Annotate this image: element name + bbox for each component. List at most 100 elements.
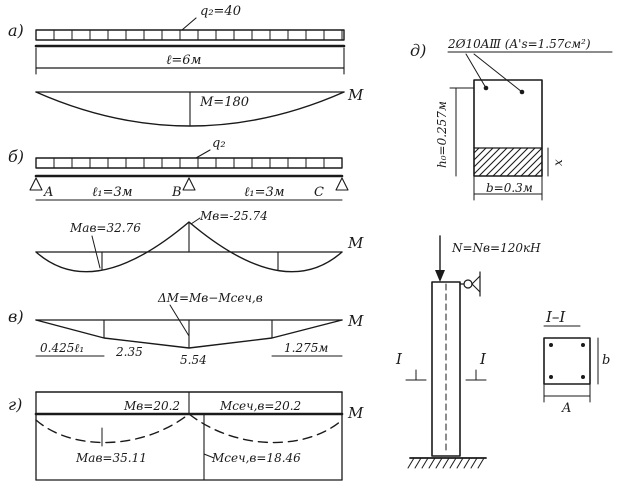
span-a-label: ℓ=6м bbox=[166, 53, 201, 68]
section-outline bbox=[473, 79, 543, 177]
fig-g-label: г) bbox=[8, 395, 22, 414]
hatch-stroke bbox=[473, 147, 494, 168]
panel-b: б) q₂ A B C ℓ₁=3м ℓ₁=3м Mав=32.76 Mв=-25… bbox=[8, 136, 364, 273]
hinge-support-2 bbox=[471, 283, 481, 293]
hatch-stroke bbox=[492, 147, 522, 177]
delta-m-leader bbox=[169, 304, 190, 337]
m-b-letter: M bbox=[347, 234, 364, 252]
sec-a-label: A bbox=[561, 401, 571, 416]
dim-right-label: 1.275м bbox=[284, 341, 328, 355]
rebar-dot-2 bbox=[519, 89, 525, 95]
normal-force-label: N=Nв=120кН bbox=[451, 241, 541, 255]
hatch-stroke bbox=[485, 147, 515, 177]
hatch-stroke bbox=[520, 154, 543, 177]
load-b-band bbox=[35, 157, 343, 169]
m-g-letter: M bbox=[347, 404, 364, 422]
m-b-label: Mв=-25.74 bbox=[199, 209, 268, 223]
moment-envelope-dashed bbox=[35, 413, 343, 444]
delta-m-label: ΔM=Mв−Mсеч,в bbox=[157, 291, 263, 305]
section-title: I–I bbox=[545, 308, 566, 326]
rebar-label: 2Ø10AⅢ (A's=1.57см²) bbox=[447, 37, 591, 51]
m-ab-leader bbox=[91, 235, 101, 269]
load-b-label: q₂ bbox=[212, 136, 226, 151]
panel-a: а) q₂=40 ℓ=6м M=180 M bbox=[8, 4, 364, 127]
panel-d: д) 2Ø10AⅢ (A's=1.57см²) h₀=0.257м x b=0.… bbox=[410, 37, 613, 201]
support-c-symbol bbox=[335, 177, 349, 191]
ground-hatch-stroke bbox=[414, 457, 422, 469]
rebar-dot-1 bbox=[483, 85, 489, 91]
load-b-ticks bbox=[53, 157, 325, 169]
section-i-i: I–I b A bbox=[543, 308, 610, 416]
ground-hatch-stroke bbox=[428, 457, 436, 469]
ground-hatch bbox=[407, 457, 485, 469]
h0-label: h₀=0.257м bbox=[435, 101, 449, 168]
m-a-label: M=180 bbox=[199, 95, 249, 110]
hatch-stroke bbox=[499, 147, 529, 177]
ground-hatch-stroke bbox=[421, 457, 429, 469]
hatch-stroke bbox=[513, 147, 543, 177]
val-235-label: 2.35 bbox=[115, 345, 143, 359]
load-a-band bbox=[35, 29, 345, 41]
col-rebar-4 bbox=[581, 375, 585, 379]
hatch-stroke bbox=[534, 168, 543, 177]
m-ab-g-label: Mав=35.11 bbox=[75, 451, 147, 465]
m-b-leader bbox=[190, 217, 201, 225]
column-top-hinge bbox=[463, 279, 473, 289]
panel-v: в) ΔM=Mв−Mсеч,в 0.425ℓ₁ 1.275м 2.35 5.54… bbox=[8, 291, 364, 367]
hatch-stroke bbox=[473, 147, 487, 161]
m-b-g-label: Mв=20.2 bbox=[123, 399, 180, 413]
column-shaft bbox=[431, 281, 461, 457]
load-a-leader bbox=[181, 17, 197, 31]
ground-hatch-stroke bbox=[470, 457, 478, 469]
hatch-stroke bbox=[527, 161, 543, 177]
sec-b-label: b bbox=[602, 353, 610, 368]
panel-g: г) Mв=20.2 Mсеч,в=20.2 Mав=35.11 Mсеч,в=… bbox=[8, 391, 364, 481]
span-b1-label: ℓ₁=3м bbox=[92, 185, 133, 200]
column-section-outline bbox=[543, 337, 591, 385]
support-b-symbol bbox=[182, 177, 196, 191]
support-a-symbol bbox=[29, 177, 43, 191]
ground-hatch-stroke bbox=[442, 457, 450, 469]
val-554-label: 5.54 bbox=[180, 353, 207, 367]
hatch-stroke bbox=[478, 147, 508, 177]
hatch-stroke bbox=[473, 147, 480, 154]
m-sec-b-g-label: Mсеч,в=18.46 bbox=[211, 451, 301, 465]
section-mark-left: I bbox=[395, 350, 403, 368]
hatch-stroke bbox=[473, 147, 501, 175]
m-ab-label: Mав=32.76 bbox=[69, 221, 141, 235]
fig-b-label: б) bbox=[8, 147, 24, 166]
load-a-label: q₂=40 bbox=[200, 4, 241, 19]
load-b-leader bbox=[195, 149, 211, 159]
ground-hatch-stroke bbox=[456, 457, 464, 469]
ground-hatch-stroke bbox=[449, 457, 457, 469]
col-rebar-3 bbox=[549, 375, 553, 379]
x-label: x bbox=[551, 159, 565, 166]
col-rebar-1 bbox=[549, 343, 553, 347]
ground-hatch-stroke bbox=[477, 457, 485, 469]
ground-hatch-stroke bbox=[435, 457, 443, 469]
compression-zone-hatch bbox=[473, 147, 543, 177]
b-label: b=0.3м bbox=[486, 181, 533, 195]
m-sec-b-g-leader bbox=[203, 453, 215, 459]
hatch-stroke bbox=[506, 147, 536, 177]
hinge-support-1 bbox=[471, 275, 481, 285]
dim-left-label: 0.425ℓ₁ bbox=[40, 341, 84, 355]
rebar-leader-1 bbox=[465, 53, 487, 89]
force-arrowhead bbox=[435, 270, 445, 282]
col-rebar-2 bbox=[581, 343, 585, 347]
fig-v-label: в) bbox=[8, 307, 24, 326]
load-a-ticks bbox=[53, 29, 343, 41]
support-b-label: B bbox=[171, 185, 182, 200]
fig-d-label: д) bbox=[410, 41, 426, 60]
m-v-letter: M bbox=[347, 312, 364, 330]
section-mark-right: I bbox=[479, 350, 487, 368]
ground-hatch-stroke bbox=[407, 457, 415, 469]
ground-hatch-stroke bbox=[463, 457, 471, 469]
m-a-letter: M bbox=[347, 86, 364, 104]
m-sec-b-label: Mсеч,в=20.2 bbox=[219, 399, 301, 413]
span-b2-label: ℓ₁=3м bbox=[244, 185, 285, 200]
rebar-leader-2 bbox=[473, 53, 523, 93]
support-c-label: C bbox=[314, 185, 324, 200]
fig-a-label: а) bbox=[8, 21, 24, 40]
